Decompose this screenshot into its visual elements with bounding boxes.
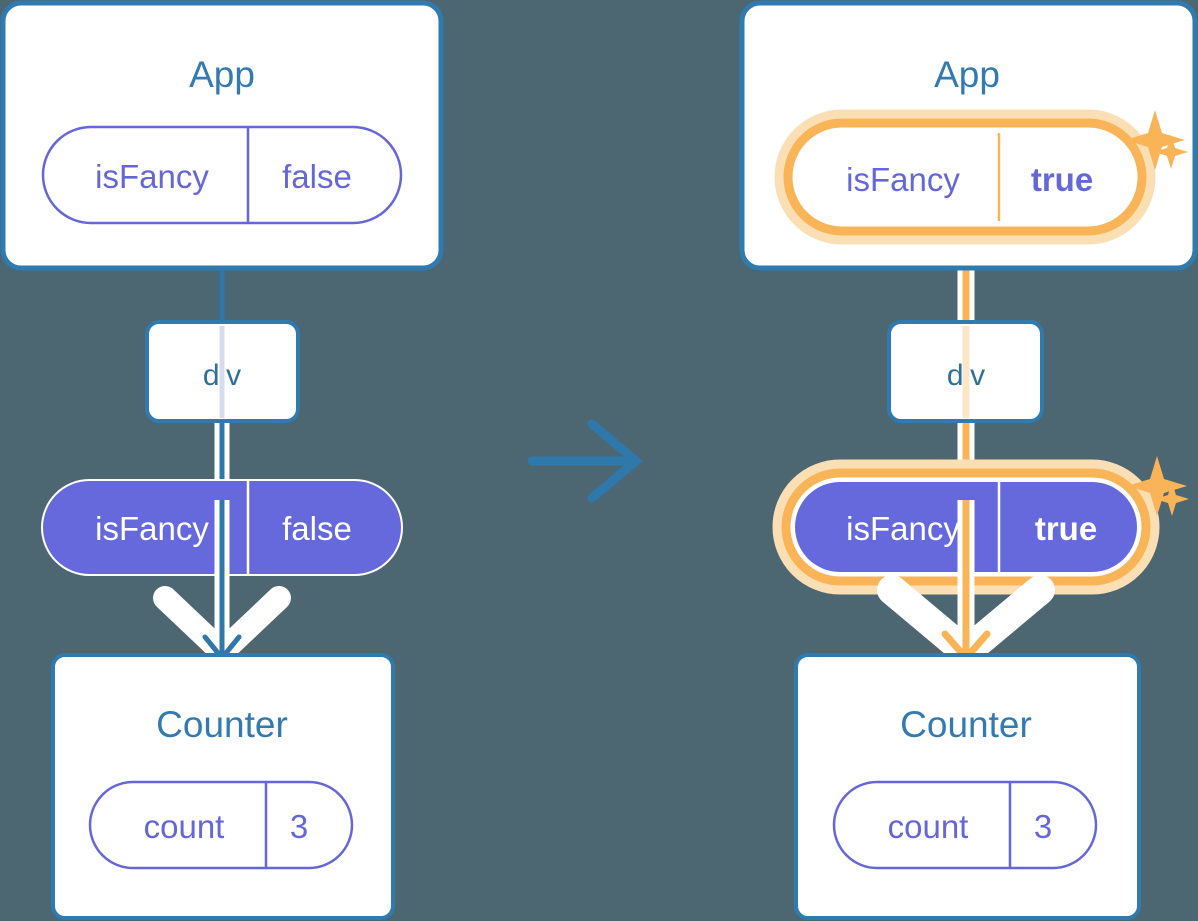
prop-pill-key: isFancy — [95, 510, 209, 547]
prop-pill-value: true — [1035, 510, 1097, 547]
pill-key: isFancy — [846, 161, 960, 198]
transition-arrow — [527, 419, 643, 503]
sparkle-small-icon — [1155, 482, 1189, 516]
count-pill-key: count — [144, 808, 225, 845]
pill-highlight-ring — [783, 118, 1147, 236]
sparkle-icon — [1127, 456, 1187, 516]
panel-after: App isFancy true div isFancy true — [739, 0, 1198, 920]
count-pill-key: count — [888, 808, 969, 845]
sparkle-group-app — [1125, 110, 1188, 170]
count-pill-outline — [88, 780, 354, 870]
arrow-down-after — [877, 500, 1055, 667]
arrow-right-icon — [587, 419, 643, 503]
app-card-title: App — [189, 54, 255, 95]
pill-highlight-halo — [774, 109, 1156, 245]
count-pill-outline — [832, 780, 1098, 870]
panel-before: App isFancy false div isFancy false — [0, 0, 444, 920]
counter-card-title: Counter — [900, 704, 1032, 745]
prop-pill-key: isFancy — [846, 510, 960, 547]
app-state-pill-before[interactable]: isFancy false — [41, 125, 403, 225]
app-state-pill-after[interactable]: isFancy true — [774, 109, 1156, 245]
counter-state-pill-after[interactable]: count 3 — [832, 780, 1098, 870]
arrow-down-before — [153, 500, 291, 664]
pill-value: false — [282, 158, 352, 195]
counter-state-pill-before[interactable]: count 3 — [88, 780, 354, 870]
pill-value: true — [1031, 161, 1093, 198]
counter-card-title: Counter — [156, 704, 288, 745]
prop-pill-value: false — [282, 510, 352, 547]
app-card-title: App — [934, 54, 1000, 95]
pill-key: isFancy — [95, 158, 209, 195]
count-pill-value: 3 — [1034, 808, 1052, 845]
sparkle-icon — [1125, 110, 1185, 170]
sparkle-group-prop — [1127, 456, 1189, 516]
count-pill-value: 3 — [290, 808, 308, 845]
pill-outline — [41, 125, 403, 225]
sparkle-small-icon — [1154, 135, 1188, 169]
